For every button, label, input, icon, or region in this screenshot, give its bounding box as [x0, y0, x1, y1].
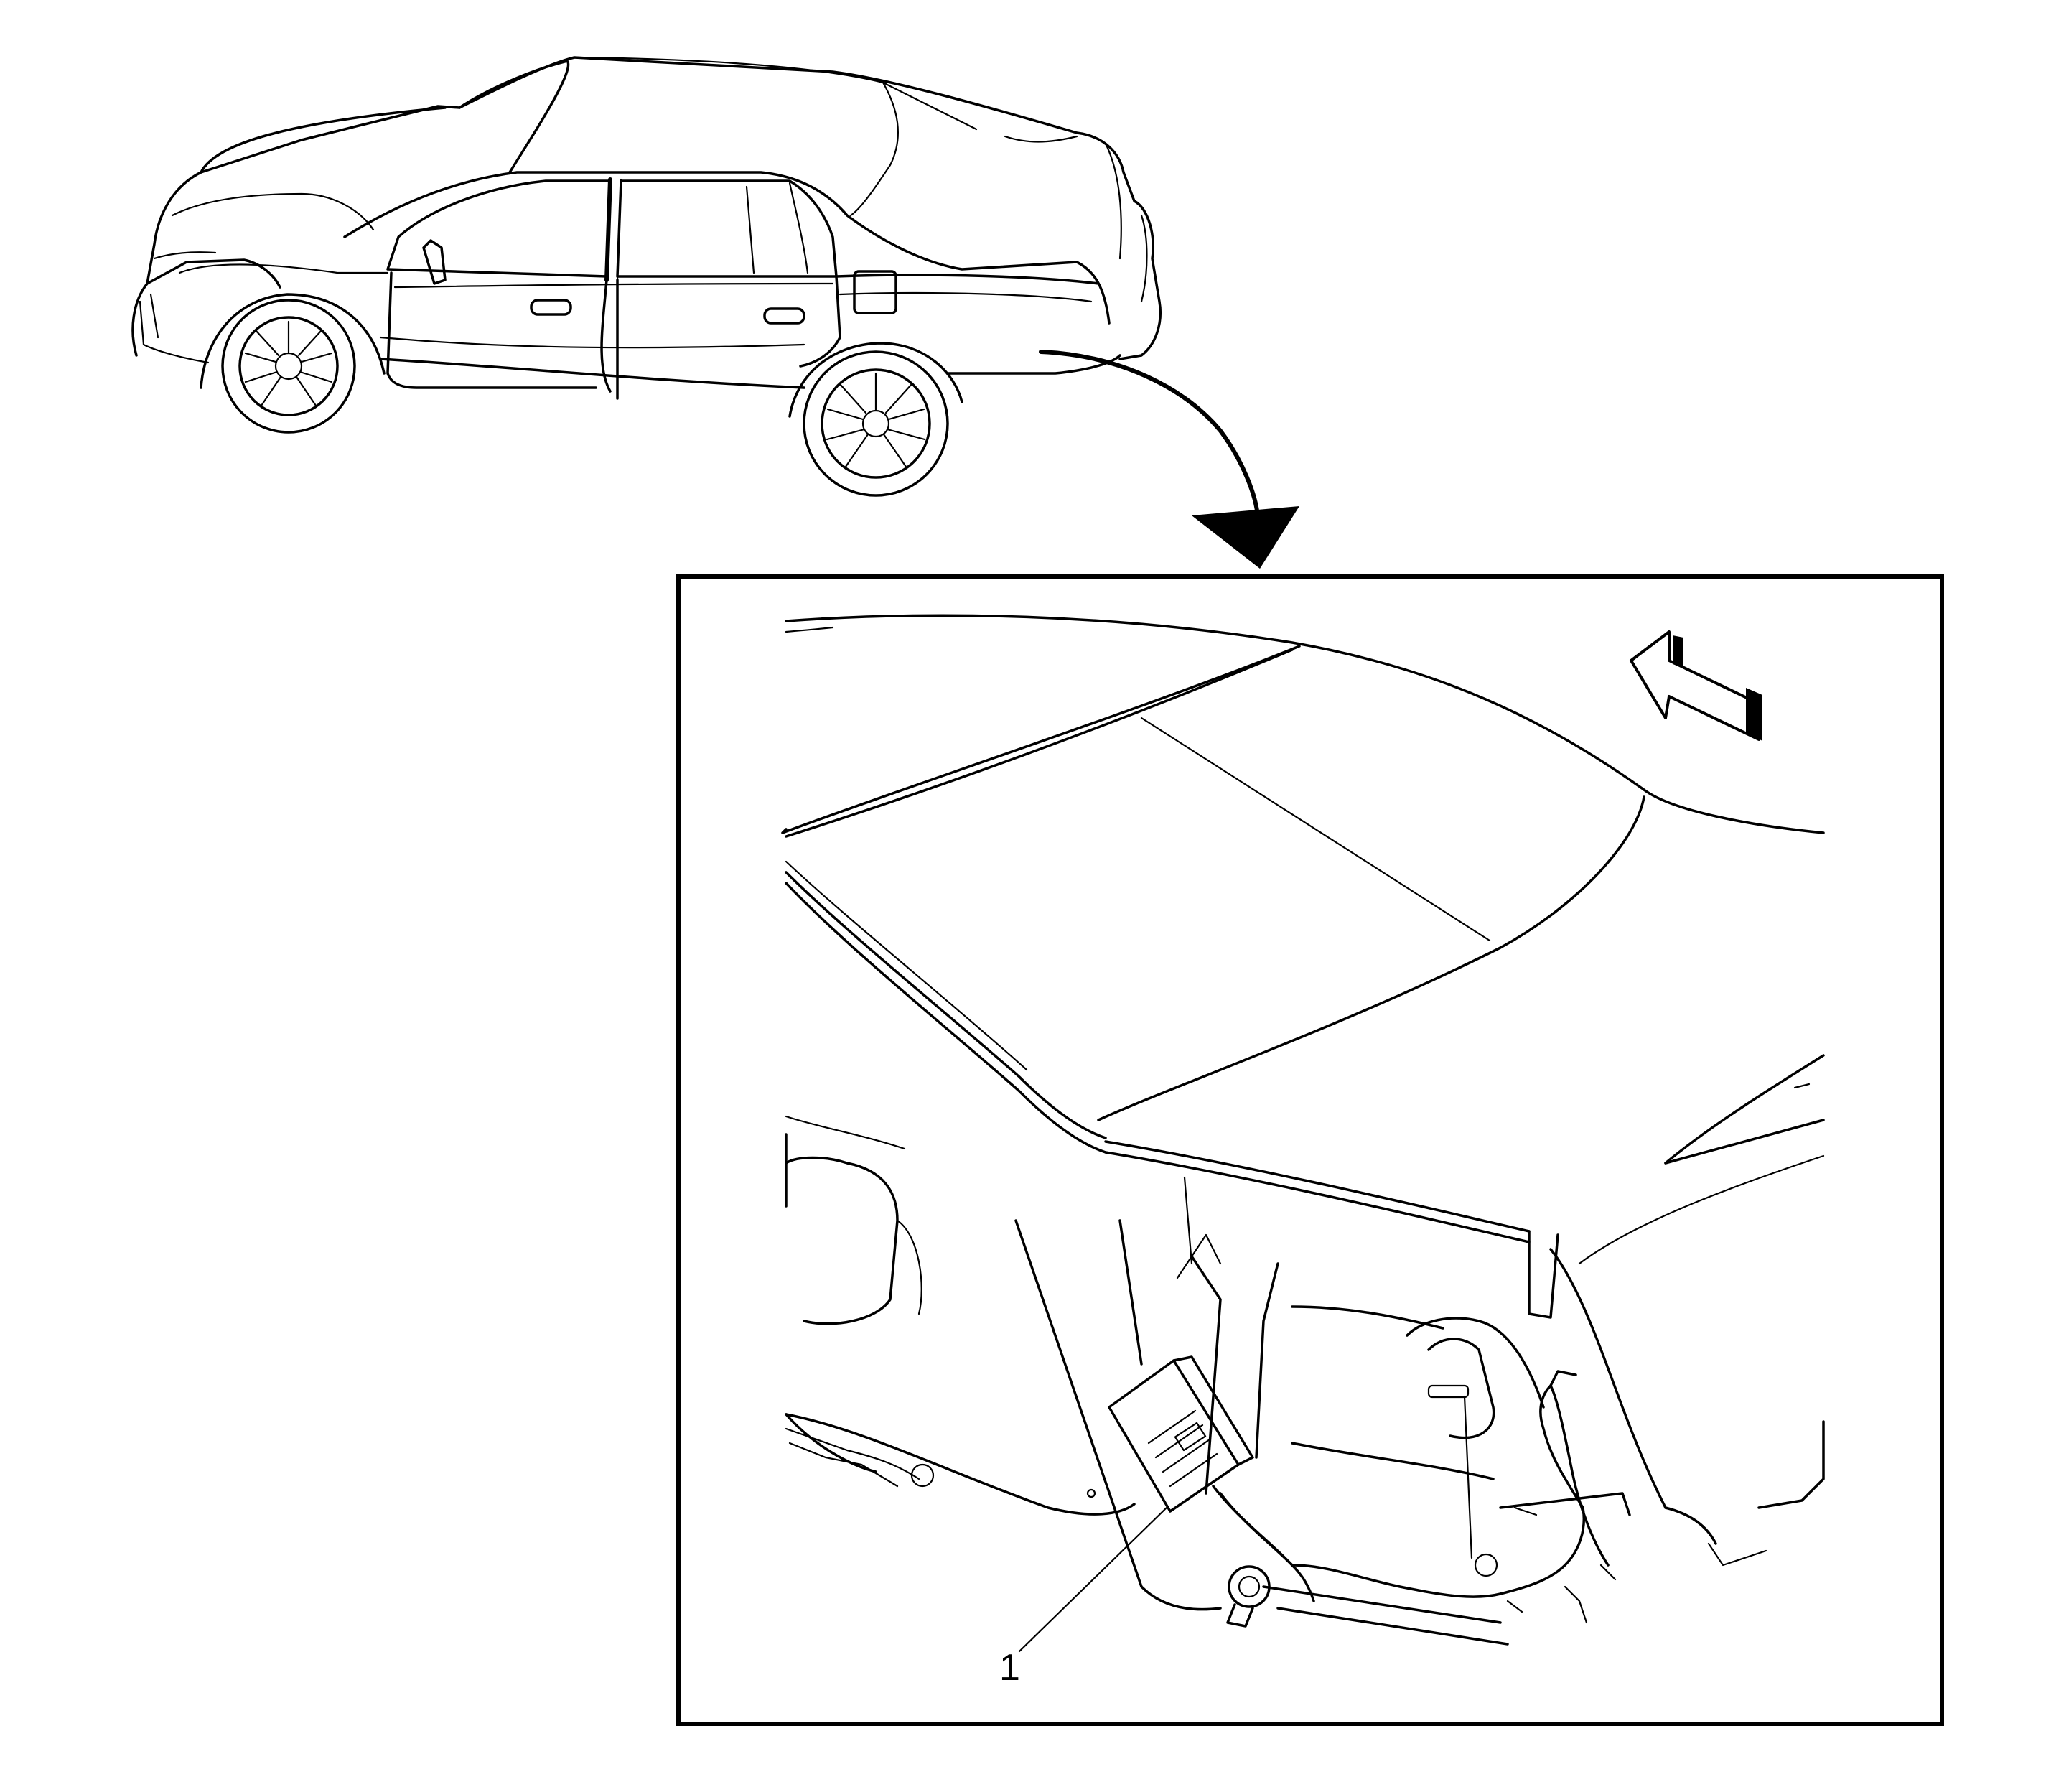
callout-1-label: 1 — [999, 1647, 1020, 1689]
zoom-pointer-arrow-icon — [1039, 350, 1299, 569]
vehicle-overview — [131, 56, 1162, 497]
detail-view — [781, 614, 1825, 1653]
view-direction-arrow-icon — [1630, 630, 1762, 741]
detail-frame — [676, 574, 1944, 1726]
